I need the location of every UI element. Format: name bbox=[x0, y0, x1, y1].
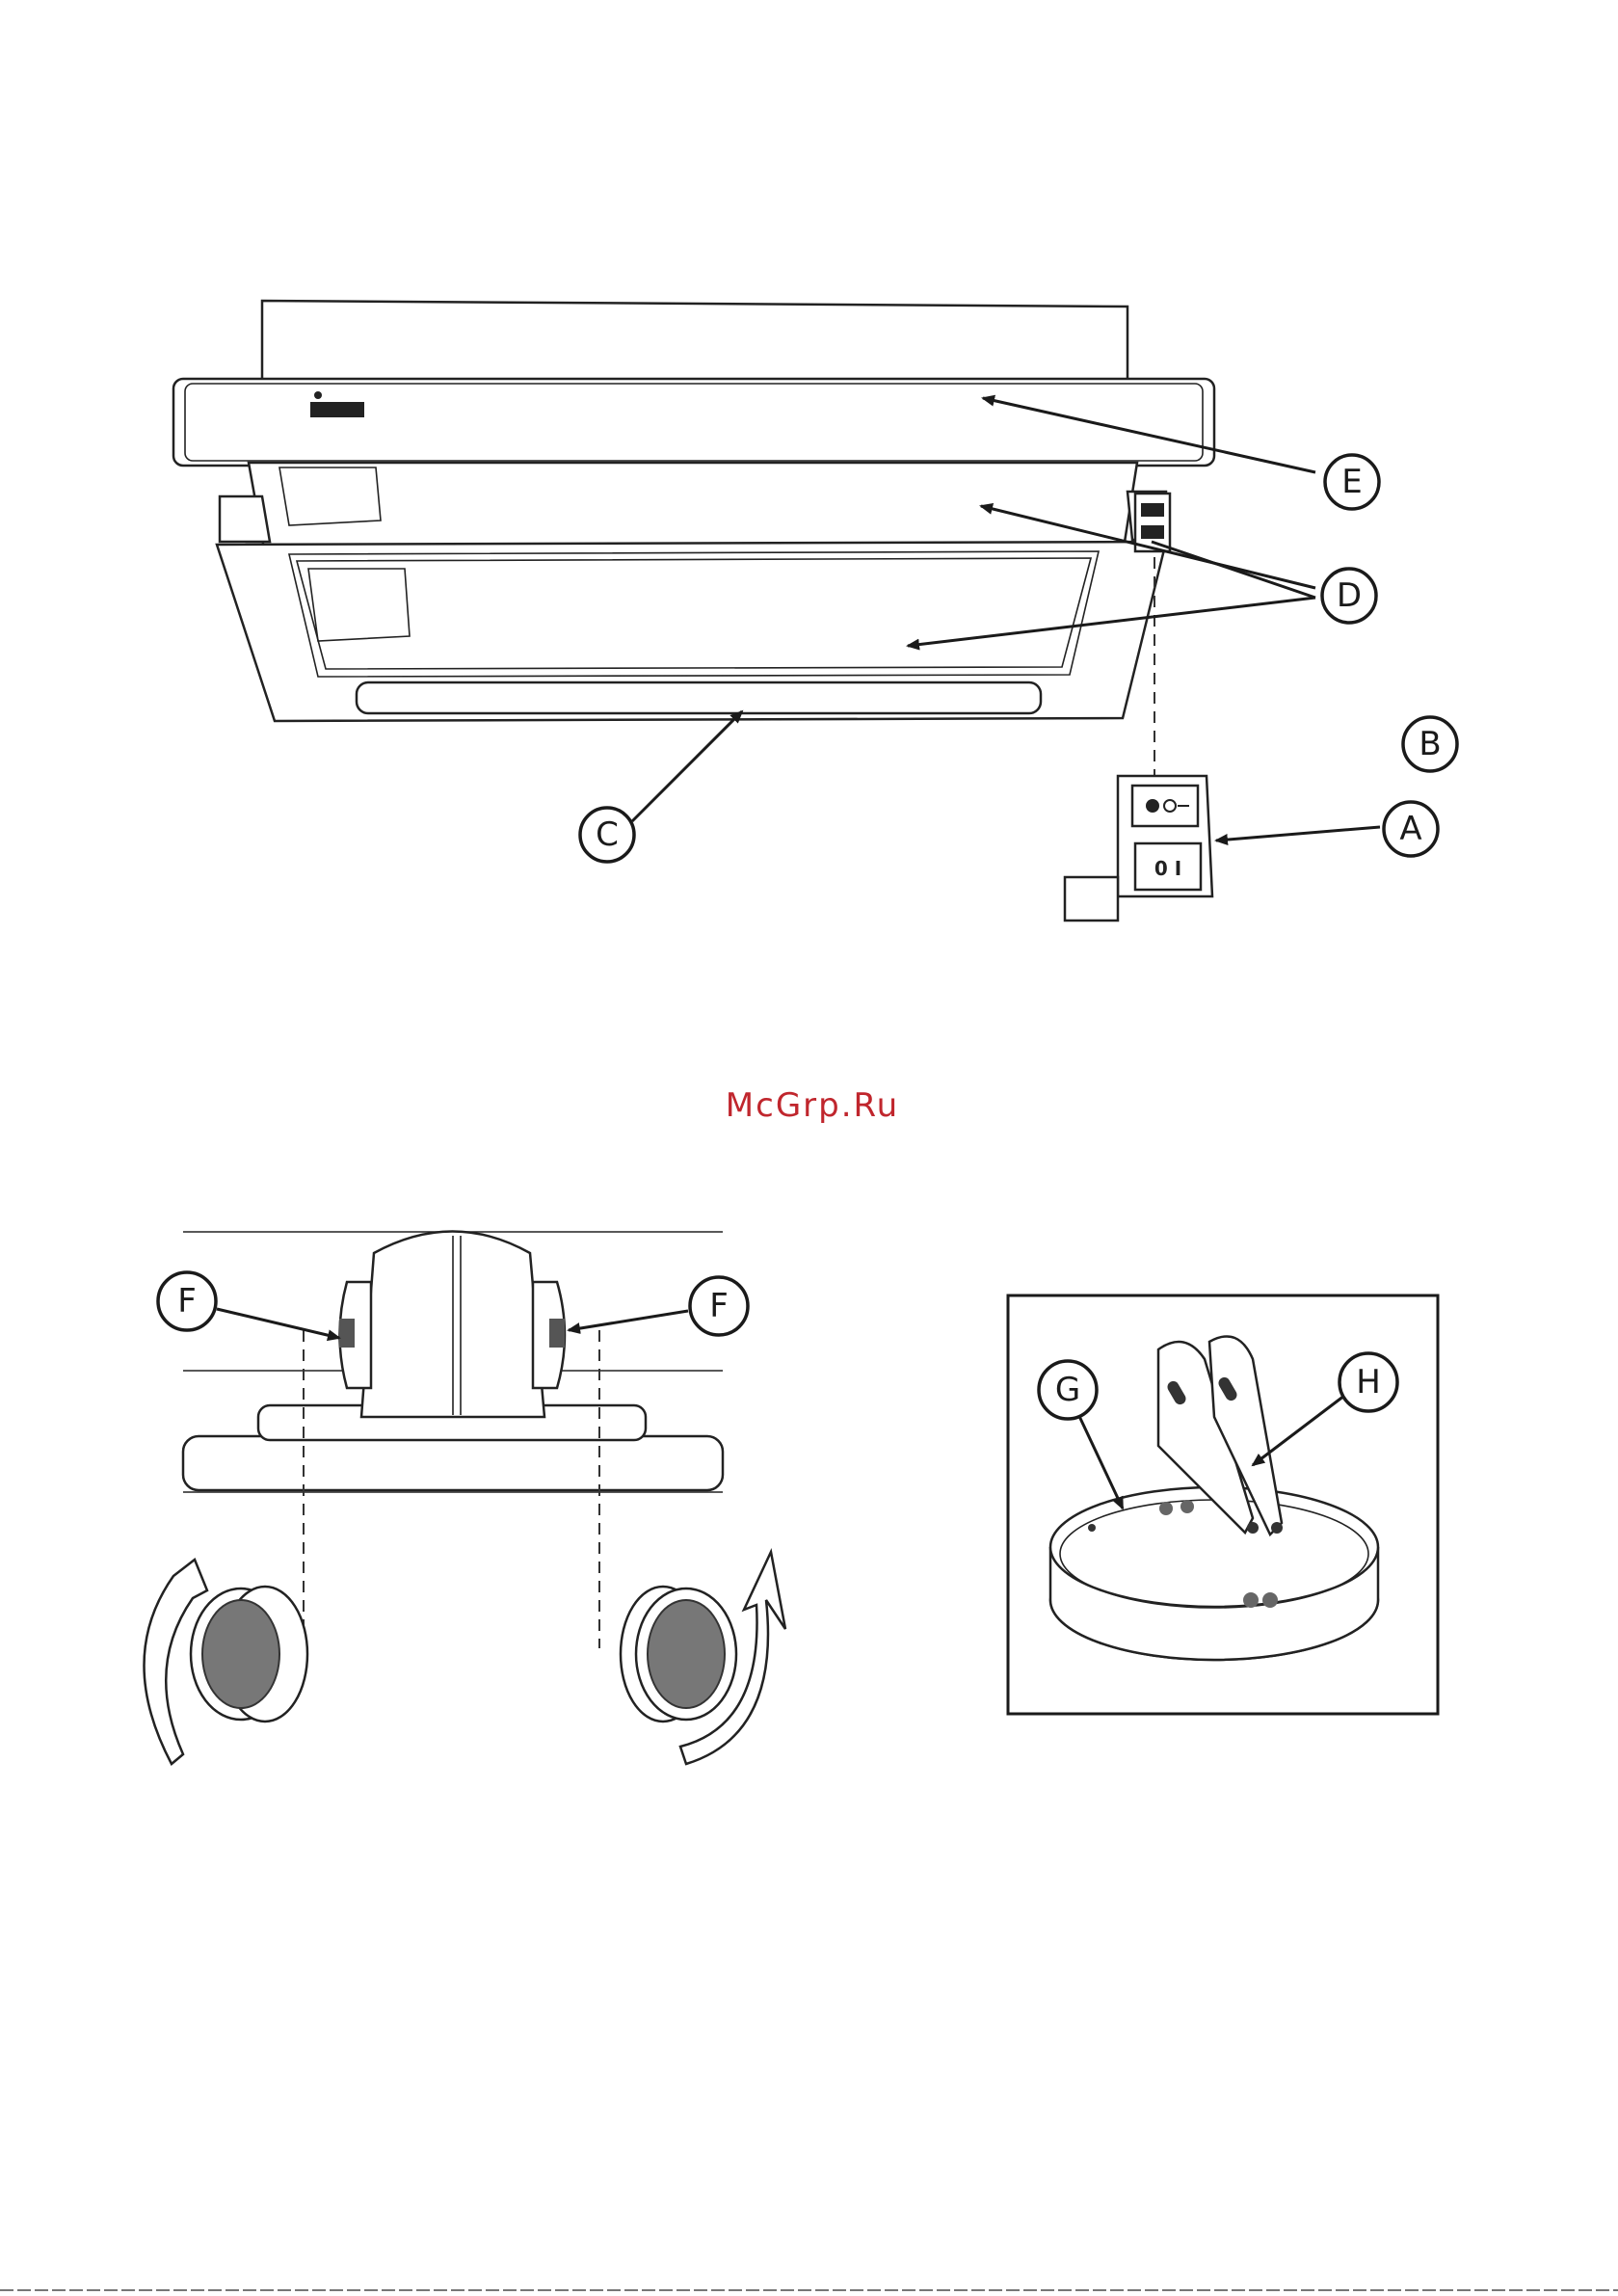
hood-side-bracket-left bbox=[220, 496, 270, 542]
hood-diagram: 0 I bbox=[173, 301, 1214, 921]
outlet-ring-icon bbox=[1050, 1487, 1378, 1660]
callout-E: E bbox=[1325, 455, 1379, 509]
callout-H: H bbox=[1339, 1353, 1397, 1411]
watermark-text: McGrp.Ru bbox=[726, 1086, 899, 1125]
callout-F-left-text: F bbox=[177, 1282, 197, 1321]
callout-B-text: B bbox=[1419, 725, 1441, 763]
callout-A-text: A bbox=[1399, 810, 1421, 848]
fan-motor-icon bbox=[339, 1232, 565, 1418]
switch-panel: 0 I bbox=[1065, 776, 1212, 921]
callout-G-text: G bbox=[1055, 1371, 1080, 1409]
grease-filter-icon bbox=[191, 1587, 307, 1722]
callout-C-text: C bbox=[596, 815, 619, 854]
callout-D: D bbox=[1322, 569, 1376, 623]
callout-H-text: H bbox=[1356, 1363, 1381, 1402]
hood-upper-tray bbox=[249, 463, 1137, 554]
motor-base-plate bbox=[183, 1436, 723, 1490]
callout-F-left: F bbox=[158, 1272, 216, 1330]
callout-F-right-text: F bbox=[709, 1287, 729, 1325]
callout-D-text: D bbox=[1337, 576, 1362, 615]
hood-light-strip bbox=[357, 682, 1041, 713]
callout-F-right: F bbox=[690, 1277, 748, 1335]
hood-front-bar bbox=[173, 379, 1214, 466]
callout-E-text: E bbox=[1341, 463, 1362, 501]
callout-B: B bbox=[1403, 717, 1457, 771]
callout-G: G bbox=[1039, 1361, 1097, 1419]
callout-A: A bbox=[1384, 802, 1438, 856]
switch-symbols: 0 I bbox=[1154, 857, 1181, 880]
hood-back-panel bbox=[262, 301, 1127, 386]
callout-C: C bbox=[580, 808, 634, 862]
grease-filter-icon bbox=[621, 1587, 736, 1722]
